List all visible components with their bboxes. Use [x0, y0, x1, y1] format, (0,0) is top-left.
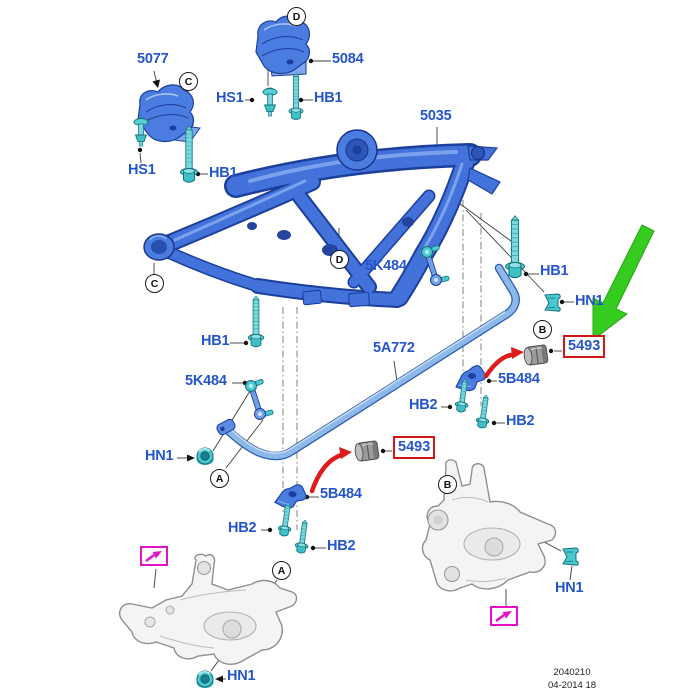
clamp-5b484-center	[273, 480, 309, 512]
marker-c-subframe: C	[145, 274, 164, 293]
label-hb2-a: HB2	[409, 397, 438, 413]
bolt-hb1-under-subframe	[247, 295, 265, 348]
label-5a772: 5A772	[373, 340, 415, 356]
bolt-hb1-top-right	[288, 72, 304, 120]
label-hb1-d: HB1	[540, 263, 569, 279]
knuckle-right	[421, 459, 557, 592]
magenta-arrow-icon	[495, 611, 512, 623]
footer-stamp: 2040210 04-2014 18	[512, 666, 632, 692]
bolt-hb2-right-2	[474, 393, 493, 430]
bracket-5084	[255, 15, 311, 77]
marker-d-top: D	[287, 7, 306, 26]
date-code: 04-2014 18	[547, 680, 597, 691]
bolt-hb2-center-2	[293, 518, 312, 555]
label-hb1-b: HB1	[314, 90, 343, 106]
label-hn1-b: HN1	[575, 293, 604, 309]
label-hn1-c: HN1	[227, 668, 256, 684]
doc-number: 2040210	[553, 667, 591, 678]
stabilizer-bar	[216, 263, 520, 461]
marker-d-subframe: D	[330, 250, 349, 269]
nut-hn1-left	[195, 447, 215, 466]
marker-c-top: C	[179, 72, 198, 91]
label-5b484-a: 5B484	[498, 371, 540, 387]
link-5k484-left	[245, 378, 274, 420]
red-arrow-center	[309, 447, 352, 494]
link-box-right[interactable]	[490, 606, 518, 626]
label-5b484-b: 5B484	[320, 486, 362, 502]
clamp-5b484-right	[455, 365, 487, 392]
magenta-arrow-icon	[145, 551, 162, 563]
marker-a-bar: A	[210, 469, 229, 488]
subframe	[143, 129, 501, 308]
label-5077: 5077	[137, 51, 169, 67]
label-hb2-b: HB2	[506, 413, 535, 429]
clip-hn1-right	[544, 293, 561, 312]
bolt-hb1-right	[505, 215, 525, 279]
red-arrow-right	[483, 347, 524, 379]
label-5k484-b: 5K484	[365, 258, 407, 274]
bracket-5077	[137, 84, 201, 143]
marker-b-bar: B	[533, 320, 552, 339]
label-hs1-b: HS1	[216, 90, 244, 106]
label-5035: 5035	[420, 108, 452, 124]
clip-hn1-knuckle	[562, 547, 579, 566]
label-hb2-d: HB2	[327, 538, 356, 554]
knuckle-left	[118, 553, 298, 665]
marker-b-knuckle: B	[438, 475, 457, 494]
label-hb1-a: HB1	[209, 165, 238, 181]
link-box-left[interactable]	[140, 546, 168, 566]
label-hn1-a: HN1	[145, 448, 174, 464]
nut-hn1-bottom	[195, 670, 215, 689]
label-hb1-c: HB1	[201, 333, 230, 349]
label-5k484-a: 5K484	[185, 373, 227, 389]
highlight-box-5493-center[interactable]: 5493	[393, 436, 436, 459]
bushing-5493-center	[353, 440, 380, 463]
marker-a-knuckle: A	[272, 561, 291, 580]
green-highlight-arrow	[592, 224, 655, 342]
label-hn1-d: HN1	[555, 580, 584, 596]
screw-hs1-right	[262, 87, 278, 117]
label-5084: 5084	[332, 51, 364, 67]
highlight-box-5493-right[interactable]: 5493	[563, 335, 606, 358]
label-hs1-a: HS1	[128, 162, 156, 178]
bushing-5493-right	[522, 344, 549, 367]
label-hb2-c: HB2	[228, 520, 257, 536]
